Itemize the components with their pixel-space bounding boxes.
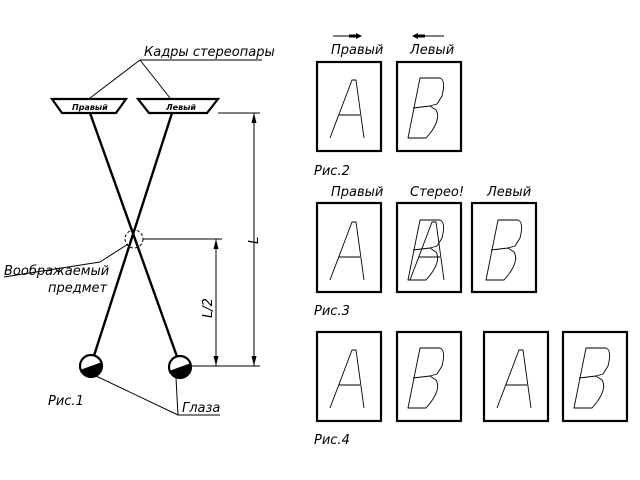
sight-line — [89, 112, 174, 366]
fig2-left-label: Левый — [409, 43, 454, 58]
sight-line — [88, 112, 182, 366]
letter-a-glyph — [409, 221, 445, 281]
arrow-right-icon — [333, 33, 362, 39]
leader-underline — [3, 261, 101, 278]
fig3-stereo-label: Стерео! — [410, 185, 464, 200]
figure-3: Правый Стерео! Левый Рис.3 — [314, 185, 538, 319]
fig4-frame-1 — [315, 330, 383, 423]
fig3-right-label: Правый — [331, 185, 383, 200]
fig2-right-label: Правый — [331, 43, 383, 58]
letter-b-glyph — [407, 219, 445, 281]
figure-4: Рис.4 — [314, 330, 629, 448]
fig2-frame-right — [315, 60, 383, 153]
fig4-frame-3 — [482, 330, 550, 423]
leader-line — [95, 375, 179, 416]
frame-left-label: Левый — [165, 103, 196, 112]
letter-a-glyph — [329, 79, 365, 139]
dimension-L2: L/2 — [143, 238, 222, 366]
leader-line — [175, 377, 179, 416]
dim-L-label: L — [247, 237, 262, 244]
fig3-frame-right — [315, 201, 383, 294]
dimension-L: L — [192, 112, 262, 367]
stereo-frame-left: Левый — [135, 97, 221, 115]
fig4-caption: Рис.4 — [314, 433, 350, 448]
eye-right — [167, 354, 193, 380]
leader-line — [139, 59, 171, 99]
fig3-left-label: Левый — [486, 185, 531, 200]
eyes-label: Глаза — [182, 401, 220, 416]
frame-right-label: Правый — [72, 103, 108, 112]
imaginary-object-label-2: предмет — [48, 281, 108, 296]
figure-1: Кадры стереопары Правый Левый Воображаем… — [3, 45, 275, 416]
letter-b-glyph — [573, 347, 611, 409]
letter-a-glyph — [496, 349, 532, 409]
imaginary-object-label-1: Воображаемый — [4, 264, 109, 279]
dim-L2-label: L/2 — [201, 298, 216, 318]
leader-line — [99, 243, 129, 263]
letter-b-glyph — [407, 77, 445, 139]
eye-left — [78, 353, 104, 379]
figure-2: Правый Левый Рис.2 — [314, 33, 463, 179]
stereo-frames-label: Кадры стереопары — [144, 45, 275, 60]
fig1-caption: Рис.1 — [48, 394, 84, 409]
fig3-frame-stereo — [395, 201, 463, 294]
fig3-caption: Рис.3 — [314, 304, 350, 319]
stereo-frame-right: Правый — [49, 97, 129, 115]
letter-b-glyph — [485, 219, 523, 281]
letter-a-glyph — [329, 221, 365, 281]
letter-a-glyph — [329, 349, 365, 409]
fig3-frame-left — [470, 201, 538, 294]
leader-line — [89, 59, 141, 99]
fig2-caption: Рис.2 — [314, 164, 350, 179]
letter-b-glyph — [407, 347, 445, 409]
arrow-left-icon — [412, 33, 444, 39]
